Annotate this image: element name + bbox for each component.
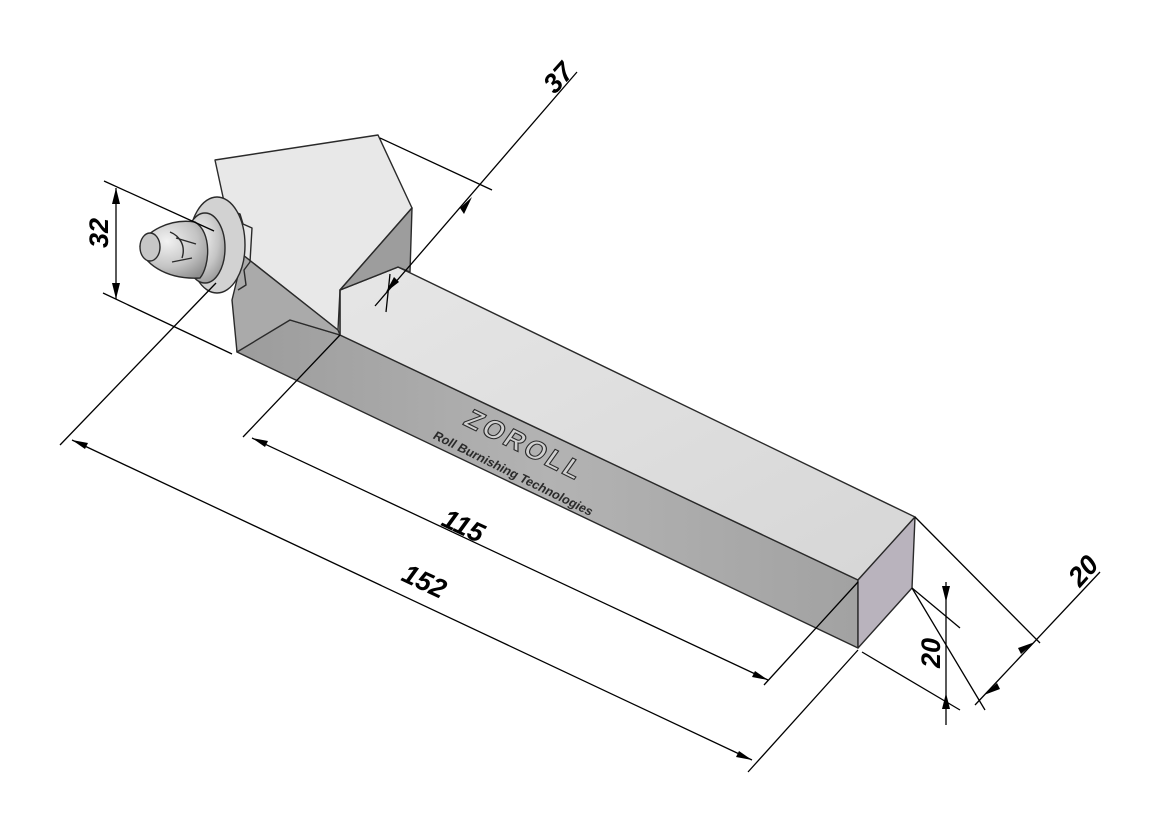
dimension-label-20-width: 20 (1061, 550, 1104, 593)
dimension-label-32: 32 (84, 218, 114, 248)
roller-cone (139, 220, 209, 279)
dimension-label-115: 115 (437, 503, 490, 549)
roller-detail (169, 231, 197, 263)
dimension-head-height: 32 (84, 180, 233, 355)
insert-slot (229, 209, 253, 291)
dimension-shank-height: 20 (861, 582, 961, 725)
head-front-face (339, 207, 413, 291)
roller-tip (139, 232, 161, 262)
dimension-label-20-height: 20 (916, 638, 946, 669)
dimension-label-37: 37 (537, 55, 581, 99)
head-side-face (231, 254, 341, 353)
dimension-shank-width: 20 (911, 516, 1105, 711)
burnishing-roller (139, 196, 246, 294)
tool-body (214, 134, 916, 649)
